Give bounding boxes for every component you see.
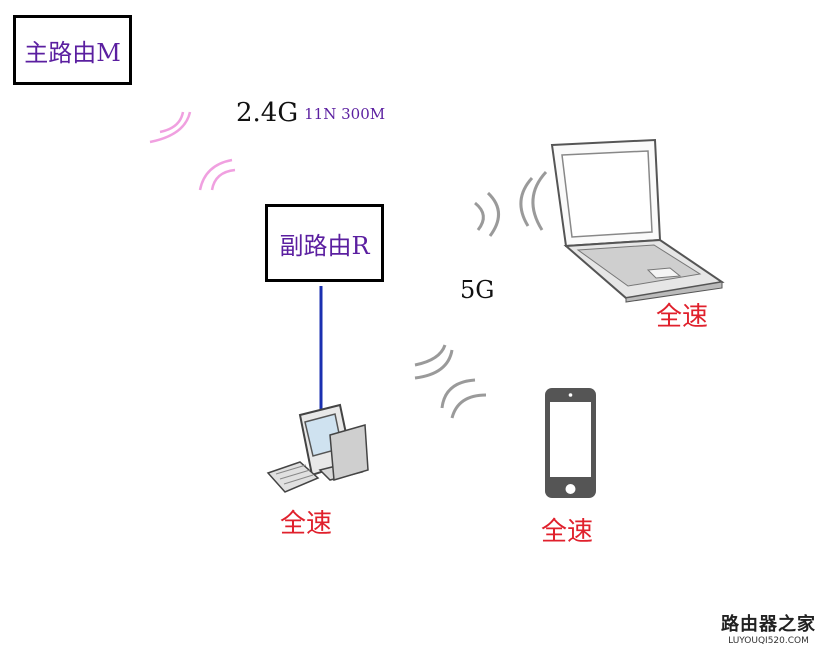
watermark-en: LUYOUQI520.COM — [728, 636, 809, 646]
main-router-label: 主路由M — [24, 38, 121, 67]
pc-speed-label: 全速 — [280, 509, 333, 539]
desktop-pc-icon — [266, 403, 369, 493]
band-24g-label: 2.4G 11N 300M — [236, 98, 385, 128]
sub-router-label: 副路由R — [279, 231, 370, 260]
wifi-5g-waves-laptop — [474, 170, 548, 237]
band-24g-mode: 11N 300M — [304, 105, 386, 123]
band-5g-label: 5G — [460, 276, 495, 304]
laptop-icon — [550, 138, 725, 303]
watermark-logo: 路由器之家 LUYOUQI520.COM — [721, 610, 816, 646]
laptop-speed-label: 全速 — [656, 302, 709, 332]
smartphone-icon — [545, 388, 596, 498]
main-router-box: 主路由M — [13, 15, 132, 85]
watermark-cn: 路由器之家 — [721, 614, 816, 635]
sub-router-box: 副路由R — [265, 204, 384, 282]
band-24g-text: 2.4G — [236, 98, 299, 128]
wifi-24g-waves — [149, 111, 236, 191]
wifi-5g-waves-phone — [414, 344, 487, 419]
phone-speed-label: 全速 — [541, 517, 594, 547]
